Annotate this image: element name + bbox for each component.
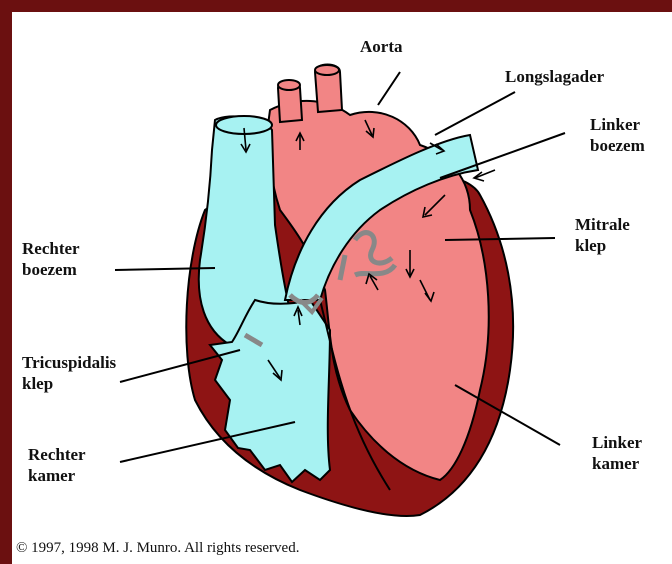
copyright-notice: © 1997, 1998 M. J. Munro. All rights res… (16, 540, 299, 557)
label-longslagader: Longslagader (505, 66, 604, 87)
label-rechter-kamer: Rechter kamer (28, 444, 86, 486)
label-tricuspidalis-klep: Tricuspidalis klep (22, 352, 116, 394)
label-rechter-boezem: Rechter boezem (22, 238, 80, 280)
label-mitrale-klep: Mitrale klep (575, 214, 630, 256)
label-linker-boezem: Linker boezem (590, 114, 645, 156)
label-linker-kamer: Linker kamer (592, 432, 642, 474)
label-aorta: Aorta (360, 36, 402, 57)
